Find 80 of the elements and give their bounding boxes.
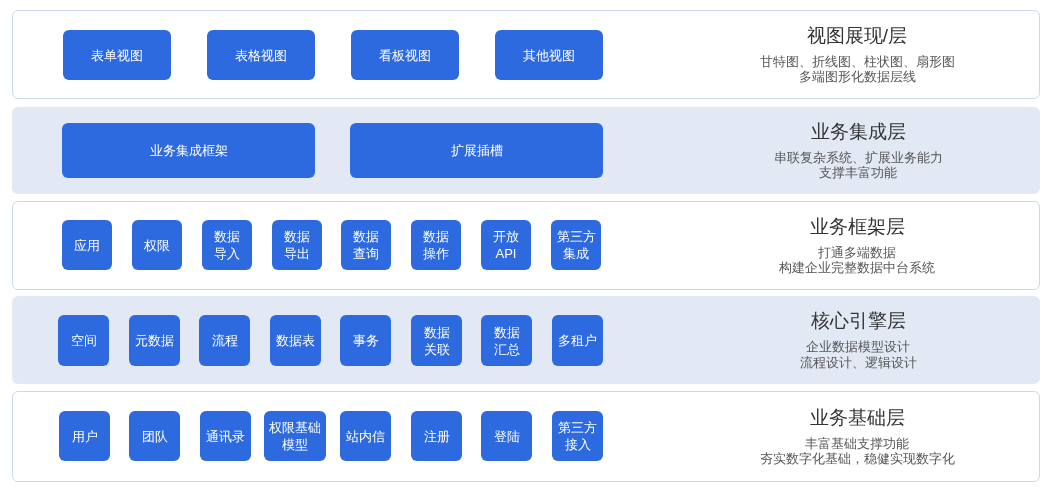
layer-band: [12, 10, 1040, 99]
layer-description: 打通多端数据: [818, 245, 896, 261]
module-label: 团队: [141, 427, 168, 445]
layer-title: 业务框架层: [809, 214, 905, 239]
layer-title: 业务基础层: [809, 405, 905, 430]
module-label: 事务: [352, 332, 379, 349]
module-box: [495, 30, 603, 80]
layer-description: 夯实数字化基础，稳健实现数字化: [759, 452, 955, 468]
module-label: 表格视图: [235, 46, 287, 64]
layer-title: 业务集成层: [810, 119, 906, 144]
module-box: [270, 315, 321, 366]
layer-description: 流程设计、逻辑设计: [799, 355, 917, 371]
layer-description: 丰富基础支撑功能: [805, 436, 909, 452]
module-box: [199, 315, 250, 366]
layer-description: 串联复杂系统、扩展业务能力: [773, 150, 943, 166]
module-box: [202, 220, 252, 270]
layer-description: 构建企业完整数据中台系统: [779, 261, 935, 277]
module-label: 数据导入: [213, 228, 241, 262]
module-box: [340, 411, 391, 461]
module-box: [62, 220, 112, 270]
module-box: [350, 123, 603, 178]
layer-title: 核心引擎层: [810, 309, 906, 333]
module-box: [481, 411, 532, 461]
module-label: 开放API: [492, 228, 520, 262]
module-label: 权限: [144, 236, 170, 254]
module-label: 数据导出: [283, 228, 311, 262]
module-label: 注册: [423, 427, 450, 445]
module-box: [552, 315, 603, 366]
module-label: 第三方集成: [555, 228, 597, 262]
layer-band: [12, 201, 1040, 290]
module-box: [58, 315, 109, 366]
module-label: 数据操作: [422, 228, 450, 262]
layer-description: 甘特图、折线图、柱状图、扇形图: [759, 54, 955, 70]
module-label: 扩展插槽: [450, 142, 503, 159]
layer-title: 视图展现/层: [806, 23, 908, 48]
module-label: 权限基础模型: [268, 419, 322, 453]
layer-description: 企业数据模型设计: [806, 340, 910, 356]
module-box: [129, 411, 180, 461]
module-box: [411, 315, 462, 366]
module-box: [264, 411, 326, 461]
module-box: [207, 30, 315, 80]
module-box: [411, 411, 462, 461]
module-box: [552, 411, 603, 461]
module-label: 第三方接入: [557, 419, 598, 453]
module-box: [59, 411, 110, 461]
module-label: 数据关联: [422, 323, 451, 358]
module-label: 站内信: [346, 427, 385, 445]
module-box: [351, 30, 459, 80]
module-box: [272, 220, 322, 270]
module-box: [551, 220, 601, 270]
module-label: 通讯录: [206, 427, 245, 445]
module-label: 数据表: [276, 332, 315, 349]
module-label: 应用: [74, 236, 100, 254]
module-box: [341, 220, 391, 270]
module-label: 数据查询: [352, 228, 380, 262]
layer-band: [12, 296, 1040, 384]
module-label: 看板视图: [379, 46, 431, 64]
module-label: 多租户: [558, 332, 597, 349]
module-label: 用户: [71, 427, 98, 445]
module-box: [62, 123, 315, 178]
module-label: 流程: [211, 332, 238, 349]
module-label: 空间: [70, 332, 97, 349]
module-box: [63, 30, 171, 80]
layer-band: [12, 107, 1040, 194]
layer-description: 支撑丰富功能: [819, 166, 897, 182]
module-label: 元数据: [135, 332, 174, 349]
module-label: 数据汇总: [492, 323, 521, 358]
module-box: [340, 315, 391, 366]
layer-description: 多端图形化数据层线: [798, 70, 916, 86]
module-box: [481, 220, 531, 270]
module-box: [200, 411, 251, 461]
module-label: 业务集成框架: [149, 142, 228, 159]
module-label: 表单视图: [91, 46, 143, 64]
module-box: [481, 315, 532, 366]
module-box: [129, 315, 180, 366]
module-box: [132, 220, 182, 270]
layer-band: [12, 391, 1040, 482]
module-box: [411, 220, 461, 270]
module-label: 登陆: [493, 427, 520, 445]
module-label: 其他视图: [523, 46, 575, 64]
